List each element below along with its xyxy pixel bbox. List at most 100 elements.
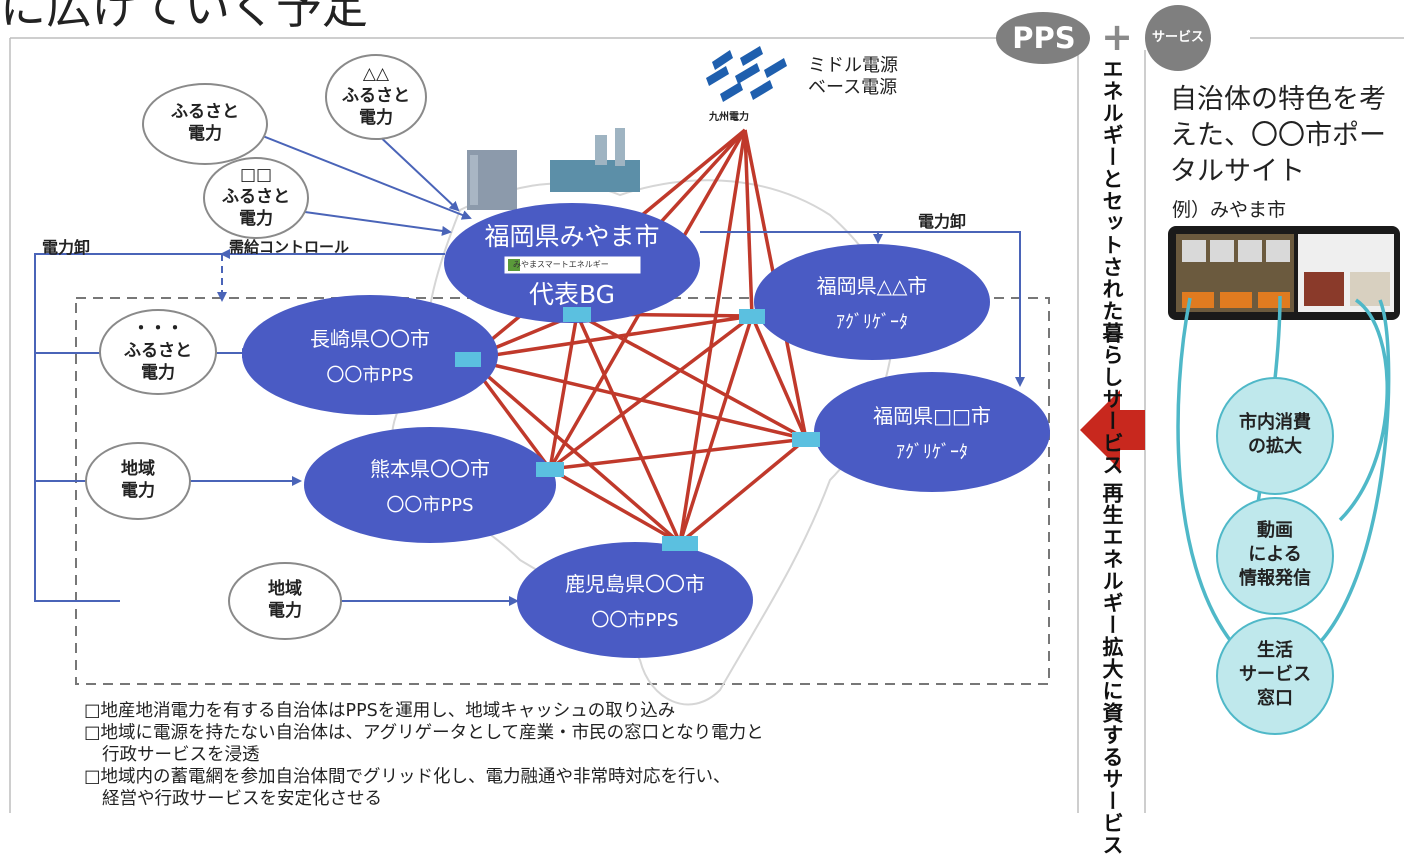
grid-line [678, 129, 747, 544]
kyushu-source-line: ベース電源 [808, 77, 898, 98]
source-bubble-line: ふるさと [124, 341, 192, 361]
hub-logo-icon [508, 259, 520, 271]
city-node-name: 福岡県△△市 [816, 274, 928, 298]
city-node-name: 鹿児島県〇〇市 [565, 572, 705, 596]
source-bubble-triangle [325, 54, 427, 140]
big-red-arrow-icon [1080, 390, 1145, 470]
note-line: 行政サービスを浸透 [102, 745, 260, 765]
pps-badge-label: PPS [1012, 21, 1076, 55]
connector-kumamoto [536, 462, 564, 477]
grid-line [467, 314, 753, 361]
city-node-role: 〇〇市PPS [326, 365, 414, 386]
dashed-region [75, 297, 1050, 685]
note-line: □地域に電源を持たない自治体は、アグリゲータとして産業・市民の窓口となり電力と [84, 723, 764, 743]
teal-circle-3 [1216, 617, 1334, 735]
grid-line [743, 129, 754, 317]
source-bubble-line: 電力 [121, 481, 155, 501]
note-line: □地域内の蓄電網を参加自治体間でグリッド化し、電力融通や非常時対応を行い、 [84, 767, 731, 787]
source-bubble-dots [99, 309, 217, 395]
plus-sign: + [1101, 15, 1133, 59]
source-bubble-line: 電力 [268, 601, 302, 621]
city-node-role: ｱｸﾞﾘｹﾞｰﾀ [836, 312, 908, 333]
arrow-source3 [304, 211, 452, 236]
teal-circle-1 [1216, 377, 1334, 495]
connector-trianglecity [739, 309, 765, 324]
connector-squarecity [792, 432, 820, 447]
city-node-role: 〇〇市PPS [386, 495, 474, 516]
city-node [814, 372, 1050, 492]
grid-line [678, 315, 754, 544]
grid-line [576, 312, 807, 441]
teal-circle-2 [1216, 497, 1334, 615]
note-line: □地産地消電力を有する自治体はPPSを運用し、地域キャッシュの取り込み [84, 701, 676, 721]
source-bubble-line: 電力 [188, 124, 222, 144]
grid-line [548, 313, 579, 470]
teal-circle-line: サービス [1239, 664, 1311, 685]
city-node-role: 〇〇市PPS [591, 610, 679, 631]
teal-circle-line: 市内消費 [1239, 412, 1311, 433]
source-bubble-line: ・・・ [132, 319, 184, 339]
energy-network-diagram [9, 5, 1404, 813]
teal-circles [1216, 377, 1334, 735]
hub-logo-box [504, 256, 641, 274]
city-node [517, 542, 753, 658]
teal-circle-line: 動画 [1257, 520, 1293, 541]
wholesale-left-label: 電力卸 [42, 238, 91, 257]
grid-line [750, 315, 808, 440]
service-badge [1145, 5, 1211, 71]
teal-circle-line: 窓口 [1257, 688, 1293, 709]
top-badges [996, 5, 1211, 71]
city-node-name: 長崎県〇〇市 [310, 327, 430, 351]
source-bubble-line: □□ [239, 165, 273, 185]
source-bubble-line: 地域 [268, 579, 302, 599]
teal-circle-line: 生活 [1257, 640, 1293, 661]
kyushu-electric-label: 九州電力 [709, 112, 749, 123]
arrow-source2 [374, 131, 460, 212]
teal-circle-line: による [1248, 544, 1302, 565]
source-bubble-line: ふるさと [222, 187, 290, 207]
city-node-name: 熊本県〇〇市 [370, 457, 490, 481]
supply-control-lines [217, 249, 445, 302]
supply-control-label: 需給コントロール [229, 238, 350, 256]
source-bubble-line: 電力 [239, 209, 273, 229]
source-bubble-line: 電力 [359, 108, 393, 128]
portal-title: 自治体の特色を考えた、〇〇市ポータルサイト [1170, 84, 1386, 187]
power-plant-icon [467, 128, 640, 210]
grid-line [549, 437, 807, 471]
service-badge-label: サービス [1151, 30, 1204, 45]
wholesale-right-line [700, 231, 1025, 387]
grid-line [549, 467, 681, 545]
source-bubble-chiiki2 [228, 562, 342, 640]
outer-frame [9, 37, 1404, 813]
teal-circle-line: 情報発信 [1239, 568, 1311, 589]
pps-badge [996, 12, 1090, 64]
city-node [242, 295, 498, 415]
grid-line [548, 314, 754, 471]
portal-example: 例）みやま市 [1172, 199, 1287, 221]
city-node [304, 427, 556, 543]
hub-role: 代表BG [528, 280, 616, 309]
wholesale-right-label: 電力卸 [918, 212, 967, 231]
kyushu-source-line: ミドル電源 [808, 55, 898, 76]
kyushu-electric-logo-icon [706, 46, 787, 102]
grid-line [678, 437, 808, 545]
note-line: 経営や行政サービスを安定化させる [102, 789, 382, 809]
vertical-label-upper: エネルギーとセットされた暮らしサービス [1100, 58, 1124, 476]
notes-block: □地産地消電力を有する自治体はPPSを運用し、地域キャッシュの取り込み □地域に… [84, 700, 764, 810]
source-bubble-line: 地域 [121, 459, 155, 479]
source-bubble-line: ふるさと [171, 102, 239, 122]
connector-kagoshima [662, 536, 698, 551]
grid-line [467, 357, 807, 441]
city-node-role: ｱｸﾞﾘｹﾞｰﾀ [896, 442, 968, 463]
connectors [455, 307, 820, 551]
grid-line [575, 313, 682, 544]
source-bubble-chiiki1 [85, 442, 191, 520]
source-bubble-line: 電力 [141, 363, 175, 383]
portal-tablet-icon [1168, 226, 1400, 320]
source-bubbles [85, 54, 427, 640]
kyushu-source-label: ミドル電源 ベース電源 [808, 55, 898, 99]
hub-name: 福岡県みやま市 [484, 222, 660, 251]
source-bubble-line: ふるさと [342, 86, 410, 106]
header-text: に広げていく予定 [0, 0, 368, 34]
source-bubble-furusato [142, 83, 268, 165]
